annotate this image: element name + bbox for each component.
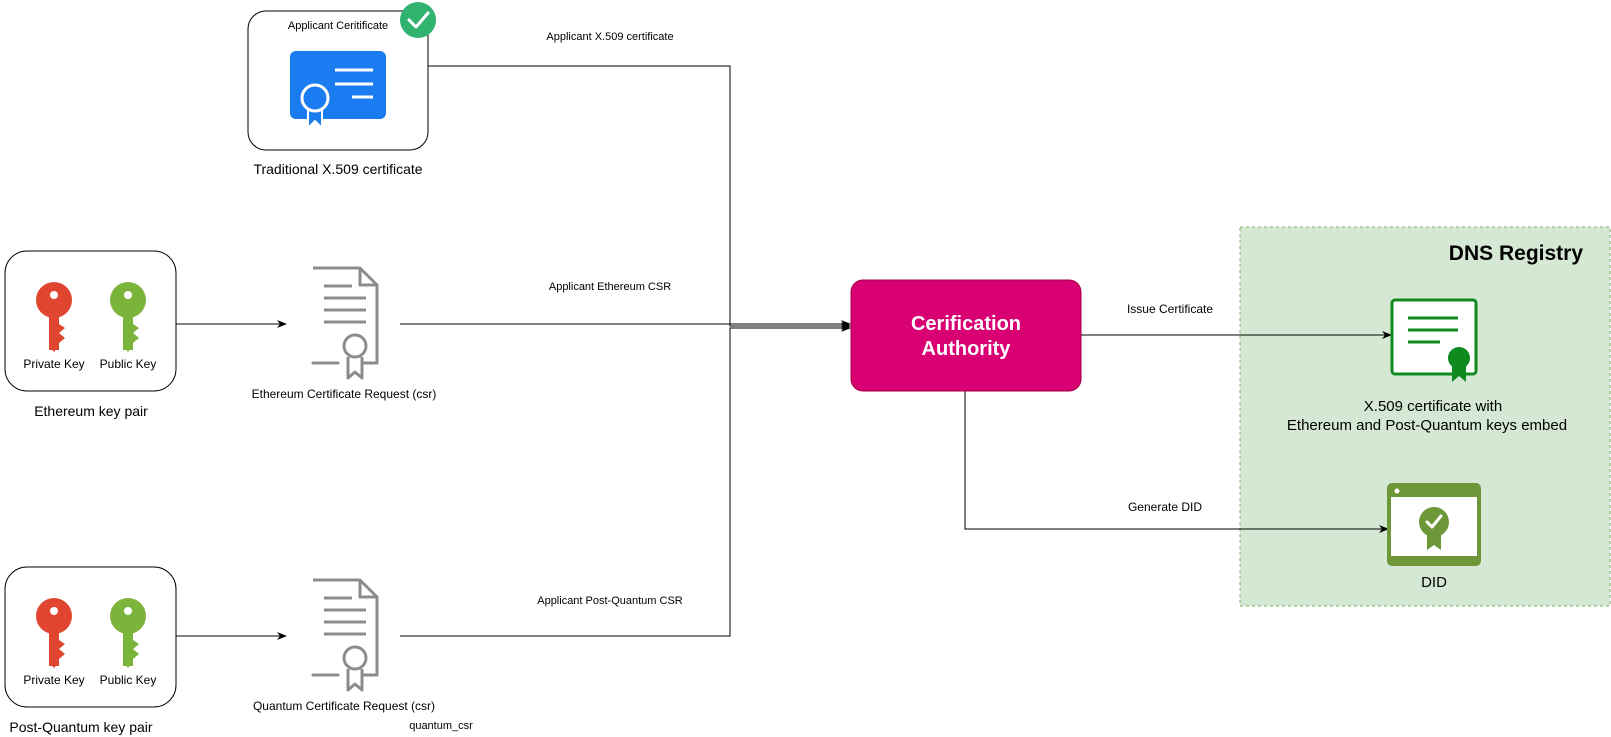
certificate-request-icon <box>311 266 379 380</box>
edge-label-x509: Applicant X.509 certificate <box>546 31 673 43</box>
certificate-icon <box>1390 298 1478 382</box>
certificate-icon <box>290 51 386 131</box>
private-key-hole <box>50 291 58 299</box>
issued-certificate-line1: X.509 certificate with <box>1364 398 1502 415</box>
issued-certificate[interactable]: X.509 certificate with Ethereum and Post… <box>1287 298 1567 434</box>
certification-authority[interactable]: Cerification Authority <box>850 279 1082 392</box>
ethereum-key-pair-caption: Ethereum key pair <box>34 403 148 419</box>
traditional-certificate-caption: Traditional X.509 certificate <box>253 161 422 177</box>
edge-generate-did[interactable] <box>964 391 1389 533</box>
ethereum-csr-caption: Ethereum Certificate Request (csr) <box>252 387 437 401</box>
public-key-hole <box>124 291 132 299</box>
edge-quantum-csr[interactable] <box>400 324 851 637</box>
ethereum-public-key-label: Public Key <box>100 357 157 371</box>
public-key-icon <box>110 282 146 352</box>
check-icon <box>400 2 436 38</box>
authority-title-line1: Cerification <box>911 313 1021 335</box>
edge-x509[interactable] <box>428 65 851 330</box>
public-key-hole <box>124 607 132 615</box>
edge-label-did: Generate DID <box>1128 500 1202 514</box>
private-key-icon <box>36 598 72 668</box>
edge-labels: Applicant X.509 certificate Applicant Et… <box>537 31 1213 607</box>
applicant-certificate-title: Applicant Ceritificate <box>288 20 388 32</box>
quantum-key-pair-caption: Post-Quantum key pair <box>9 719 153 735</box>
certificate-request-icon <box>311 578 379 692</box>
quantum-public-key-label: Public Key <box>100 673 157 687</box>
ethereum-key-pair[interactable]: Private Key Public Key Ethereum key pair <box>4 250 177 419</box>
public-key-icon <box>110 598 146 668</box>
authority-title-line2: Authority <box>922 338 1012 360</box>
quantum-csr-caption: Quantum Certificate Request (csr) <box>253 699 435 713</box>
ethereum-csr[interactable]: Ethereum Certificate Request (csr) <box>252 266 437 401</box>
did[interactable]: DID <box>1387 483 1481 591</box>
applicant-certificate-card[interactable]: Applicant Ceritificate Traditional X.509… <box>247 2 436 177</box>
quantum-csr[interactable]: Quantum Certificate Request (csr) quantu… <box>253 578 473 732</box>
private-key-icon <box>36 282 72 352</box>
private-key-hole <box>50 607 58 615</box>
did-icon <box>1387 483 1481 566</box>
quantum-private-key-label: Private Key <box>23 673 84 687</box>
edge-label-quantum-csr: Applicant Post-Quantum CSR <box>537 595 683 607</box>
edge-label-ethereum-csr: Applicant Ethereum CSR <box>549 281 671 293</box>
dns-registry-title: DNS Registry <box>1449 242 1584 265</box>
edge-label-issue: Issue Certificate <box>1127 302 1213 316</box>
quantum-key-pair[interactable]: Private Key Public Key Post-Quantum key … <box>4 566 177 735</box>
ethereum-private-key-label: Private Key <box>23 357 84 371</box>
quantum-csr-sublabel: quantum_csr <box>409 720 473 732</box>
did-label: DID <box>1421 574 1447 591</box>
connectors <box>176 65 1392 640</box>
issued-certificate-line2: Ethereum and Post-Quantum keys embed <box>1287 417 1567 434</box>
